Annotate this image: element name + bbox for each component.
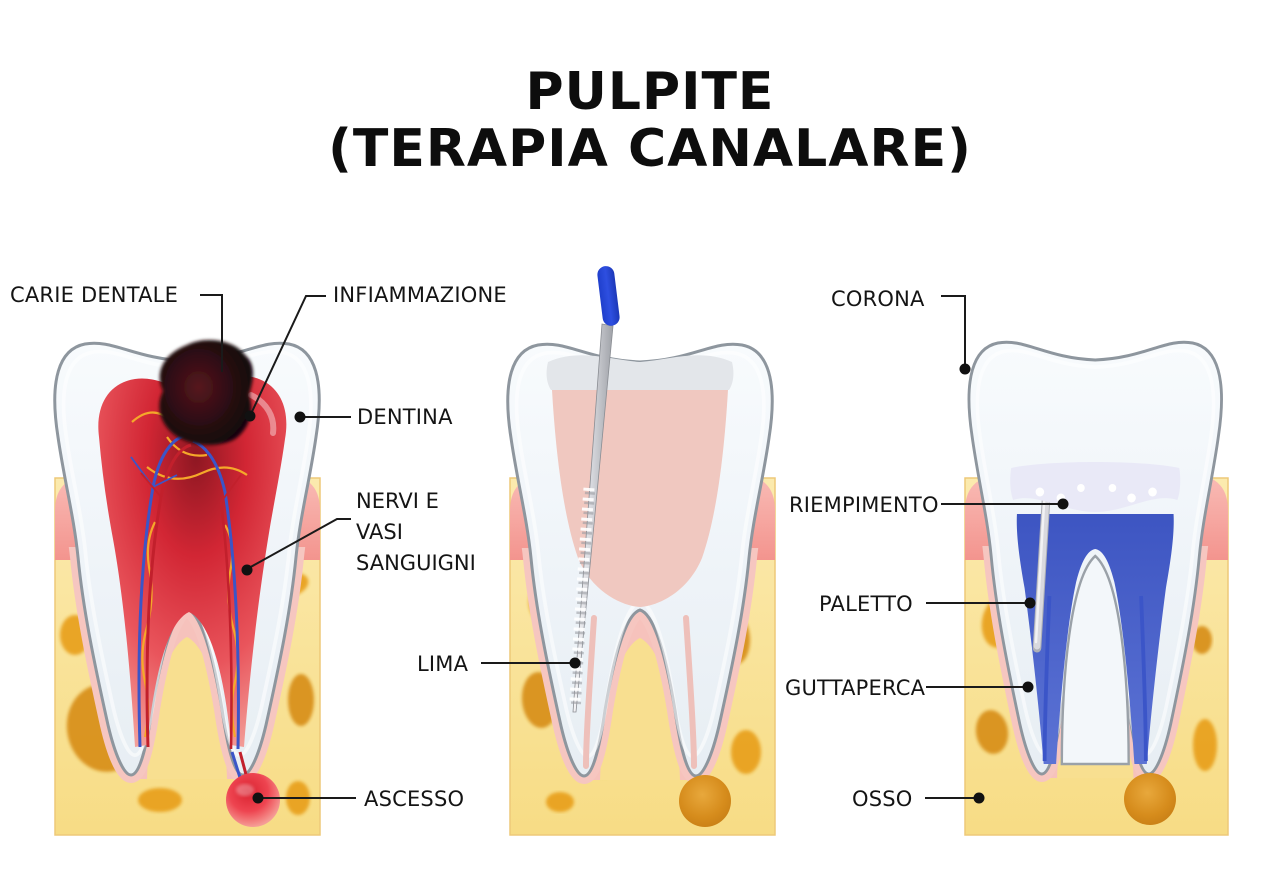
leader-infiammazione [249,295,326,417]
leader-lines [200,294,1069,804]
file-handle [597,266,620,326]
page-title-line1: PULPITE [525,62,775,122]
label-guttaperca: GUTTAPERCA [785,676,926,700]
label-carie-dentale: CARIE DENTALE [10,283,179,307]
access-cavity-shape [546,355,734,390]
panel-file-treatment [508,266,775,836]
label-paletto: PALETTO [819,592,913,616]
label-ascesso: ASCESSO [364,787,465,811]
label-osso: OSSO [852,787,913,811]
label-nervi-line3: SANGUIGNI [356,551,476,575]
blood-vessels [130,433,242,750]
label-dentina: DENTINA [357,405,453,429]
post-shape [1032,486,1051,653]
granuloma-ball-right [1124,773,1176,825]
label-nervi-vasi-sanguigni: NERVI E VASI SANGUIGNI [356,486,476,579]
leader-nervi [246,518,351,570]
filling-shape [1010,462,1181,512]
label-nervi-line2: VASI [356,520,403,544]
label-infiammazione: INFIAMMAZIONE [333,283,507,307]
page-title: PULPITE (TERAPIA CANALARE) [10,64,1280,178]
label-riempimento: RIEMPIMENTO [789,493,939,517]
granuloma-ball-middle [679,775,731,827]
page-title-line2: (TERAPIA CANALARE) [328,119,972,179]
leader-corona [941,295,966,364]
carious-cavity-shape [159,340,253,445]
file-spiral [569,487,595,703]
label-nervi-line1: NERVI E [356,489,439,513]
dentin-arch-shape [1060,554,1130,766]
tooth-pulpitis-illustration [55,340,319,779]
endodontic-file-illustration [569,266,620,713]
leader-carie-dentale [200,294,223,372]
panel-restored-tooth [965,340,1228,836]
label-corona: CORONA [831,287,925,311]
panel-diseased-tooth [55,340,320,836]
tooth-file-treatment-illustration [508,266,772,780]
label-lima: LIMA [417,652,469,676]
guttapercha-shape [1016,514,1174,764]
tooth-restored-illustration [969,340,1222,778]
